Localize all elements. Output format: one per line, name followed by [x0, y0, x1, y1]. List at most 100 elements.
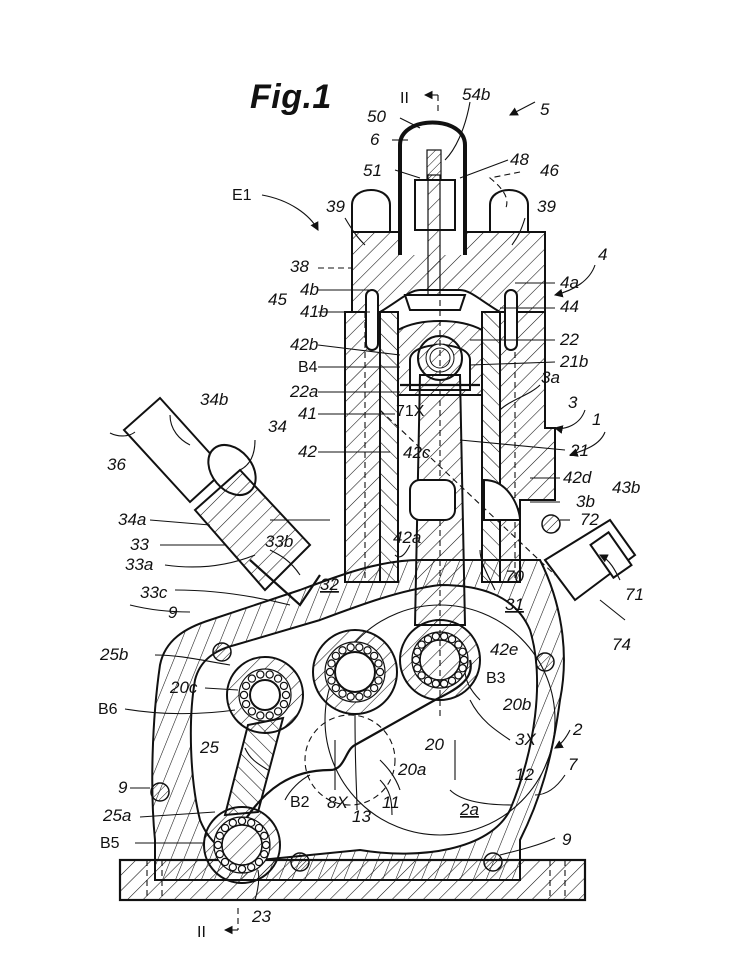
label-4b: 4b: [300, 280, 319, 299]
label-25b: 25b: [99, 645, 128, 664]
bearing-roller: [247, 674, 257, 683]
intake-assembly: [122, 396, 330, 607]
bearing-roller: [447, 635, 457, 644]
intake-pipe-36: [122, 396, 227, 504]
figure-title: Fig.1: [250, 78, 332, 116]
label-11: 11: [382, 793, 400, 812]
section-marker-top: II: [400, 90, 439, 115]
bearing-roller: [265, 711, 274, 720]
label-71X: 71X: [396, 403, 425, 420]
label-6: 6: [370, 130, 380, 149]
label-4: 4: [598, 245, 607, 264]
bearing-roller: [423, 676, 433, 685]
bearing-roller: [338, 689, 347, 698]
bearing-roller: [256, 711, 265, 720]
base-plate: [118, 858, 587, 902]
label-2: 2: [572, 720, 583, 739]
label-42b: 42b: [290, 335, 318, 354]
dashed-circle-11: [304, 714, 396, 806]
bearing-roller: [346, 643, 355, 652]
label-33b: 33b: [265, 532, 293, 551]
label-46: 46: [540, 161, 559, 180]
bearing-roller: [417, 640, 426, 649]
bearing-roller: [237, 816, 247, 826]
bearing-roller: [246, 862, 256, 872]
bearing-roller: [237, 864, 247, 874]
label-20c: 20c: [169, 678, 198, 697]
bearing-roller: [454, 671, 463, 680]
bearing-roller: [374, 659, 383, 668]
cap-nut-39-right: [489, 189, 529, 233]
label-39-right: 39: [537, 197, 556, 216]
label-36: 36: [107, 455, 126, 474]
bearing-roller: [447, 676, 457, 685]
label-23: 23: [251, 907, 271, 926]
label-3X: 3X: [515, 730, 536, 749]
label-7: 7: [568, 755, 578, 774]
section-label-top: II: [400, 90, 409, 107]
label-25: 25: [199, 738, 219, 757]
bearing-roller: [261, 840, 271, 850]
bearing-roller: [279, 699, 289, 709]
label-21b: 21b: [559, 352, 588, 371]
label-72: 72: [580, 510, 599, 529]
label-34b: 34b: [200, 390, 228, 409]
bearing-roller: [413, 664, 422, 673]
bolt-9-upper: [212, 642, 232, 662]
label-54b: 54b: [462, 85, 490, 104]
label-42e: 42e: [490, 640, 518, 659]
label-9-left: 9: [118, 778, 128, 797]
bearing-roller: [259, 849, 269, 859]
label-9-right: 9: [562, 830, 572, 849]
bearing-roller: [215, 849, 225, 859]
label-74: 74: [612, 635, 631, 654]
bearing-roller: [431, 632, 441, 641]
bearing-roller: [331, 651, 341, 661]
bearing-roller: [355, 643, 364, 652]
label-50: 50: [367, 107, 386, 126]
bearing-roller: [241, 699, 251, 709]
bearing-roller: [375, 667, 385, 677]
section-label-bottom: II: [197, 924, 206, 941]
reed-block-33: [193, 468, 312, 592]
label-34: 34: [268, 417, 287, 436]
bearing-roller: [439, 632, 449, 641]
bearing-roller: [213, 840, 223, 850]
bearing-roller: [374, 676, 383, 685]
label-2a: 2a: [459, 800, 479, 819]
label-22a: 22a: [289, 382, 318, 401]
bearing-roller: [273, 707, 283, 716]
label-12: 12: [515, 765, 534, 784]
label-E1: E1: [232, 187, 252, 204]
label-20: 20: [424, 735, 444, 754]
label-38: 38: [290, 257, 309, 276]
bearing-roller: [220, 823, 230, 833]
label-70: 70: [505, 567, 524, 586]
bearing-roller: [281, 690, 291, 700]
label-9-upper: 9: [168, 603, 178, 622]
bearing-b2: [312, 629, 398, 715]
bearing-roller: [256, 670, 265, 679]
bearing-roller: [259, 831, 269, 841]
label-21: 21: [569, 441, 589, 460]
label-43b: 43b: [612, 478, 640, 497]
bearing-roller: [273, 674, 283, 683]
bearing-roller: [241, 681, 251, 691]
bolt-9-left: [150, 782, 170, 802]
port-42c: [409, 479, 456, 521]
label-41: 41: [298, 404, 317, 423]
section-marker-bottom: II: [197, 908, 239, 941]
bearing-roller: [413, 647, 422, 656]
label-8X: 8X: [327, 793, 348, 812]
bearing-roller: [459, 655, 469, 665]
label-31: 31: [505, 595, 524, 614]
bearing-roller: [246, 818, 256, 828]
label-1: 1: [592, 410, 601, 429]
bearing-roller: [327, 676, 336, 685]
bearing-roller: [369, 651, 379, 661]
bearing-roller: [247, 707, 257, 716]
bearing-roller: [363, 689, 372, 698]
label-33c: 33c: [140, 583, 168, 602]
label-B2: B2: [290, 794, 310, 811]
